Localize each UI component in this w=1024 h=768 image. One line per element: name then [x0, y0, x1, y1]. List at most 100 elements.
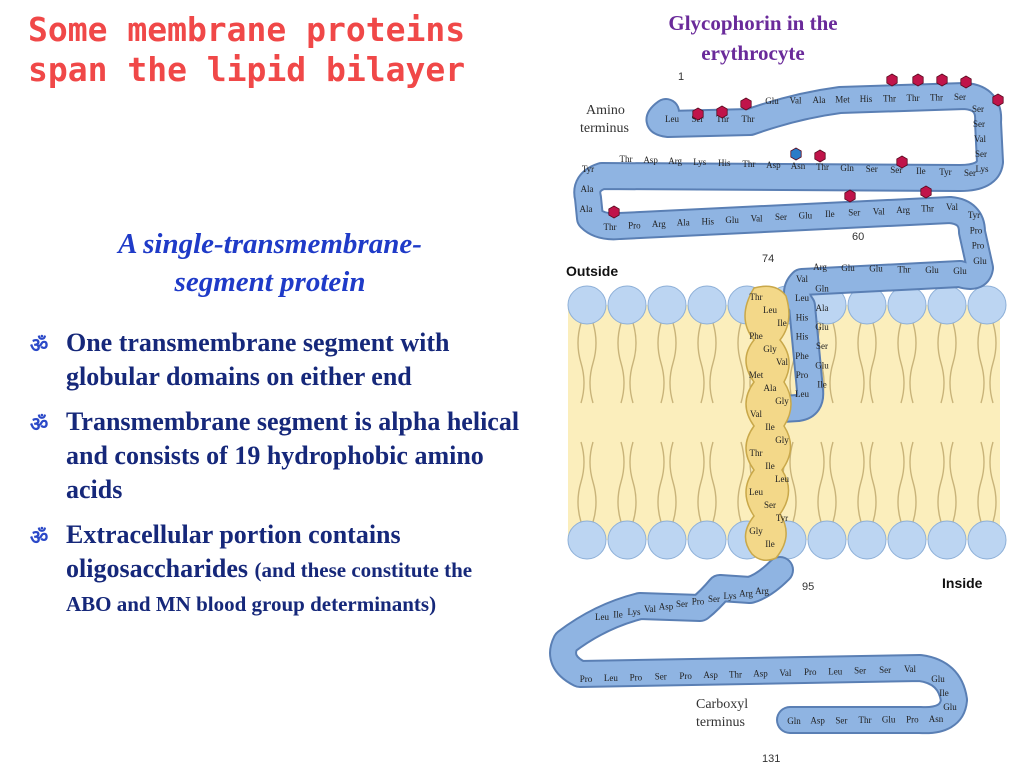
lipid-tail: [577, 441, 585, 523]
residue-label: Ser: [708, 594, 720, 604]
lipid-tail: [629, 322, 637, 404]
residue-label: Asn: [791, 161, 806, 171]
oligosaccharide-icon: [912, 73, 924, 87]
lipid-headgroup: [967, 285, 1007, 325]
residue-label: Ala: [581, 184, 594, 194]
lipid-headgroup: [687, 285, 727, 325]
lipid-tail: [697, 441, 705, 523]
residue-label: His: [796, 312, 809, 322]
oligosaccharide-markers: [608, 73, 1004, 219]
residue-number-131: 131: [762, 753, 780, 765]
lipid-headgroup: [567, 520, 607, 560]
oligosaccharide-icon: [608, 205, 620, 219]
residue-label: Glu: [841, 263, 855, 273]
residue-label: Leu: [604, 673, 618, 683]
residue-label: Leu: [795, 389, 809, 399]
lipid-tail: [629, 441, 637, 523]
subheading: A single-transmembrane- segment protein: [40, 225, 500, 301]
lipid-tail: [737, 441, 745, 523]
lipid-tail: [989, 322, 997, 404]
residue-label: Arg: [739, 589, 753, 599]
residue-label: Ser: [816, 341, 828, 351]
lipid-tail: [669, 322, 677, 404]
residue-label: Tyr: [776, 513, 788, 523]
slide-title: Some membrane proteins span the lipid bi…: [28, 10, 528, 90]
residue-label: Glu: [925, 265, 939, 275]
residue-label: Thr: [883, 94, 896, 104]
residue-label: Ser: [854, 666, 866, 676]
lipid-tail: [589, 322, 597, 404]
bullet-text: Transmembrane segment is alpha helical a…: [66, 407, 520, 504]
residue-label: Arg: [668, 156, 682, 166]
residue-labels: GluValAlaMetHisThrThrThrSerLeuSerThrThrS…: [580, 92, 989, 726]
residue-label: Pro: [580, 674, 593, 684]
lipid-tail: [657, 322, 665, 404]
residue-label: Arg: [813, 262, 827, 272]
lipid-tail: [909, 441, 917, 523]
residue-label: Gln: [840, 163, 854, 173]
residue-label: Asp: [753, 669, 768, 679]
residue-label: Phe: [749, 331, 763, 341]
residue-label: His: [701, 216, 714, 226]
residue-label: Ala: [677, 218, 690, 228]
bullet-note: (and these constitute the ABO and MN blo…: [66, 558, 473, 616]
lipid-tail: [909, 322, 917, 404]
residue-label: Thr: [930, 93, 943, 103]
residue-label: Arg: [652, 219, 666, 229]
lipid-headgroup: [807, 520, 847, 560]
inside-label: Inside: [942, 575, 983, 591]
residue-label: Ser: [764, 500, 776, 510]
residue-label: Pro: [906, 714, 919, 724]
residue-label: Glu: [953, 266, 967, 276]
caption-line-1: Glycophorin in the: [668, 11, 838, 35]
residue-label: Ile: [817, 380, 827, 390]
residue-label: Pro: [628, 221, 641, 231]
residue-label: Ser: [676, 599, 688, 609]
residue-number-74: 74: [762, 253, 774, 265]
lipid-headgroup: [647, 285, 687, 325]
oligosaccharide-icon: [692, 107, 704, 121]
residue-label: Glu: [815, 322, 829, 332]
residue-label: Thr: [750, 292, 763, 302]
lipid-tail: [829, 322, 837, 404]
oligosaccharide-icon: [844, 189, 856, 203]
residue-label: Ile: [765, 461, 775, 471]
lipid-headgroup: [607, 285, 647, 325]
transmembrane-helix: [744, 285, 792, 561]
bullet-item: ॐ Extracellular portion contains oligosa…: [30, 518, 520, 620]
lipid-tail: [669, 441, 677, 523]
residue-label: Glu: [882, 715, 896, 725]
lipid-tail: [737, 322, 745, 404]
residue-label: Pro: [679, 671, 692, 681]
lipid-tail: [869, 322, 877, 404]
residue-label: Glu: [799, 211, 813, 221]
residue-label: Thr: [816, 162, 829, 172]
residue-label: Lys: [627, 607, 641, 617]
residue-label: Ala: [764, 383, 777, 393]
lipid-tail: [617, 441, 625, 523]
caption-line-2: erythrocyte: [701, 41, 805, 65]
residue-label: Val: [873, 206, 885, 216]
residue-label: Ile: [825, 209, 835, 219]
residue-label: Asp: [643, 155, 658, 165]
residue-label: Ser: [835, 715, 847, 725]
bullet-text: Extracellular portion contains oligosacc…: [66, 520, 401, 583]
residue-label: Pro: [804, 667, 817, 677]
residue-label: Ile: [916, 166, 926, 176]
oligosaccharide-icon: [814, 149, 826, 163]
residue-label: Ser: [964, 168, 976, 178]
lipid-headgroup: [967, 520, 1007, 560]
residue-label: Val: [644, 604, 656, 614]
lipid-tail: [817, 441, 825, 523]
residue-label: Glu: [869, 264, 883, 274]
oligosaccharide-icon: [960, 75, 972, 89]
lipid-tail: [709, 322, 717, 404]
residue-label: Ser: [655, 672, 667, 682]
residue-label: Val: [946, 202, 958, 212]
lipid-tail: [657, 441, 665, 523]
residue-label: Glu: [725, 215, 739, 225]
lipid-tail: [977, 322, 985, 404]
residue-label: Glu: [973, 256, 987, 266]
lipid-headgroup: [887, 520, 927, 560]
residue-label: Thr: [921, 203, 934, 213]
